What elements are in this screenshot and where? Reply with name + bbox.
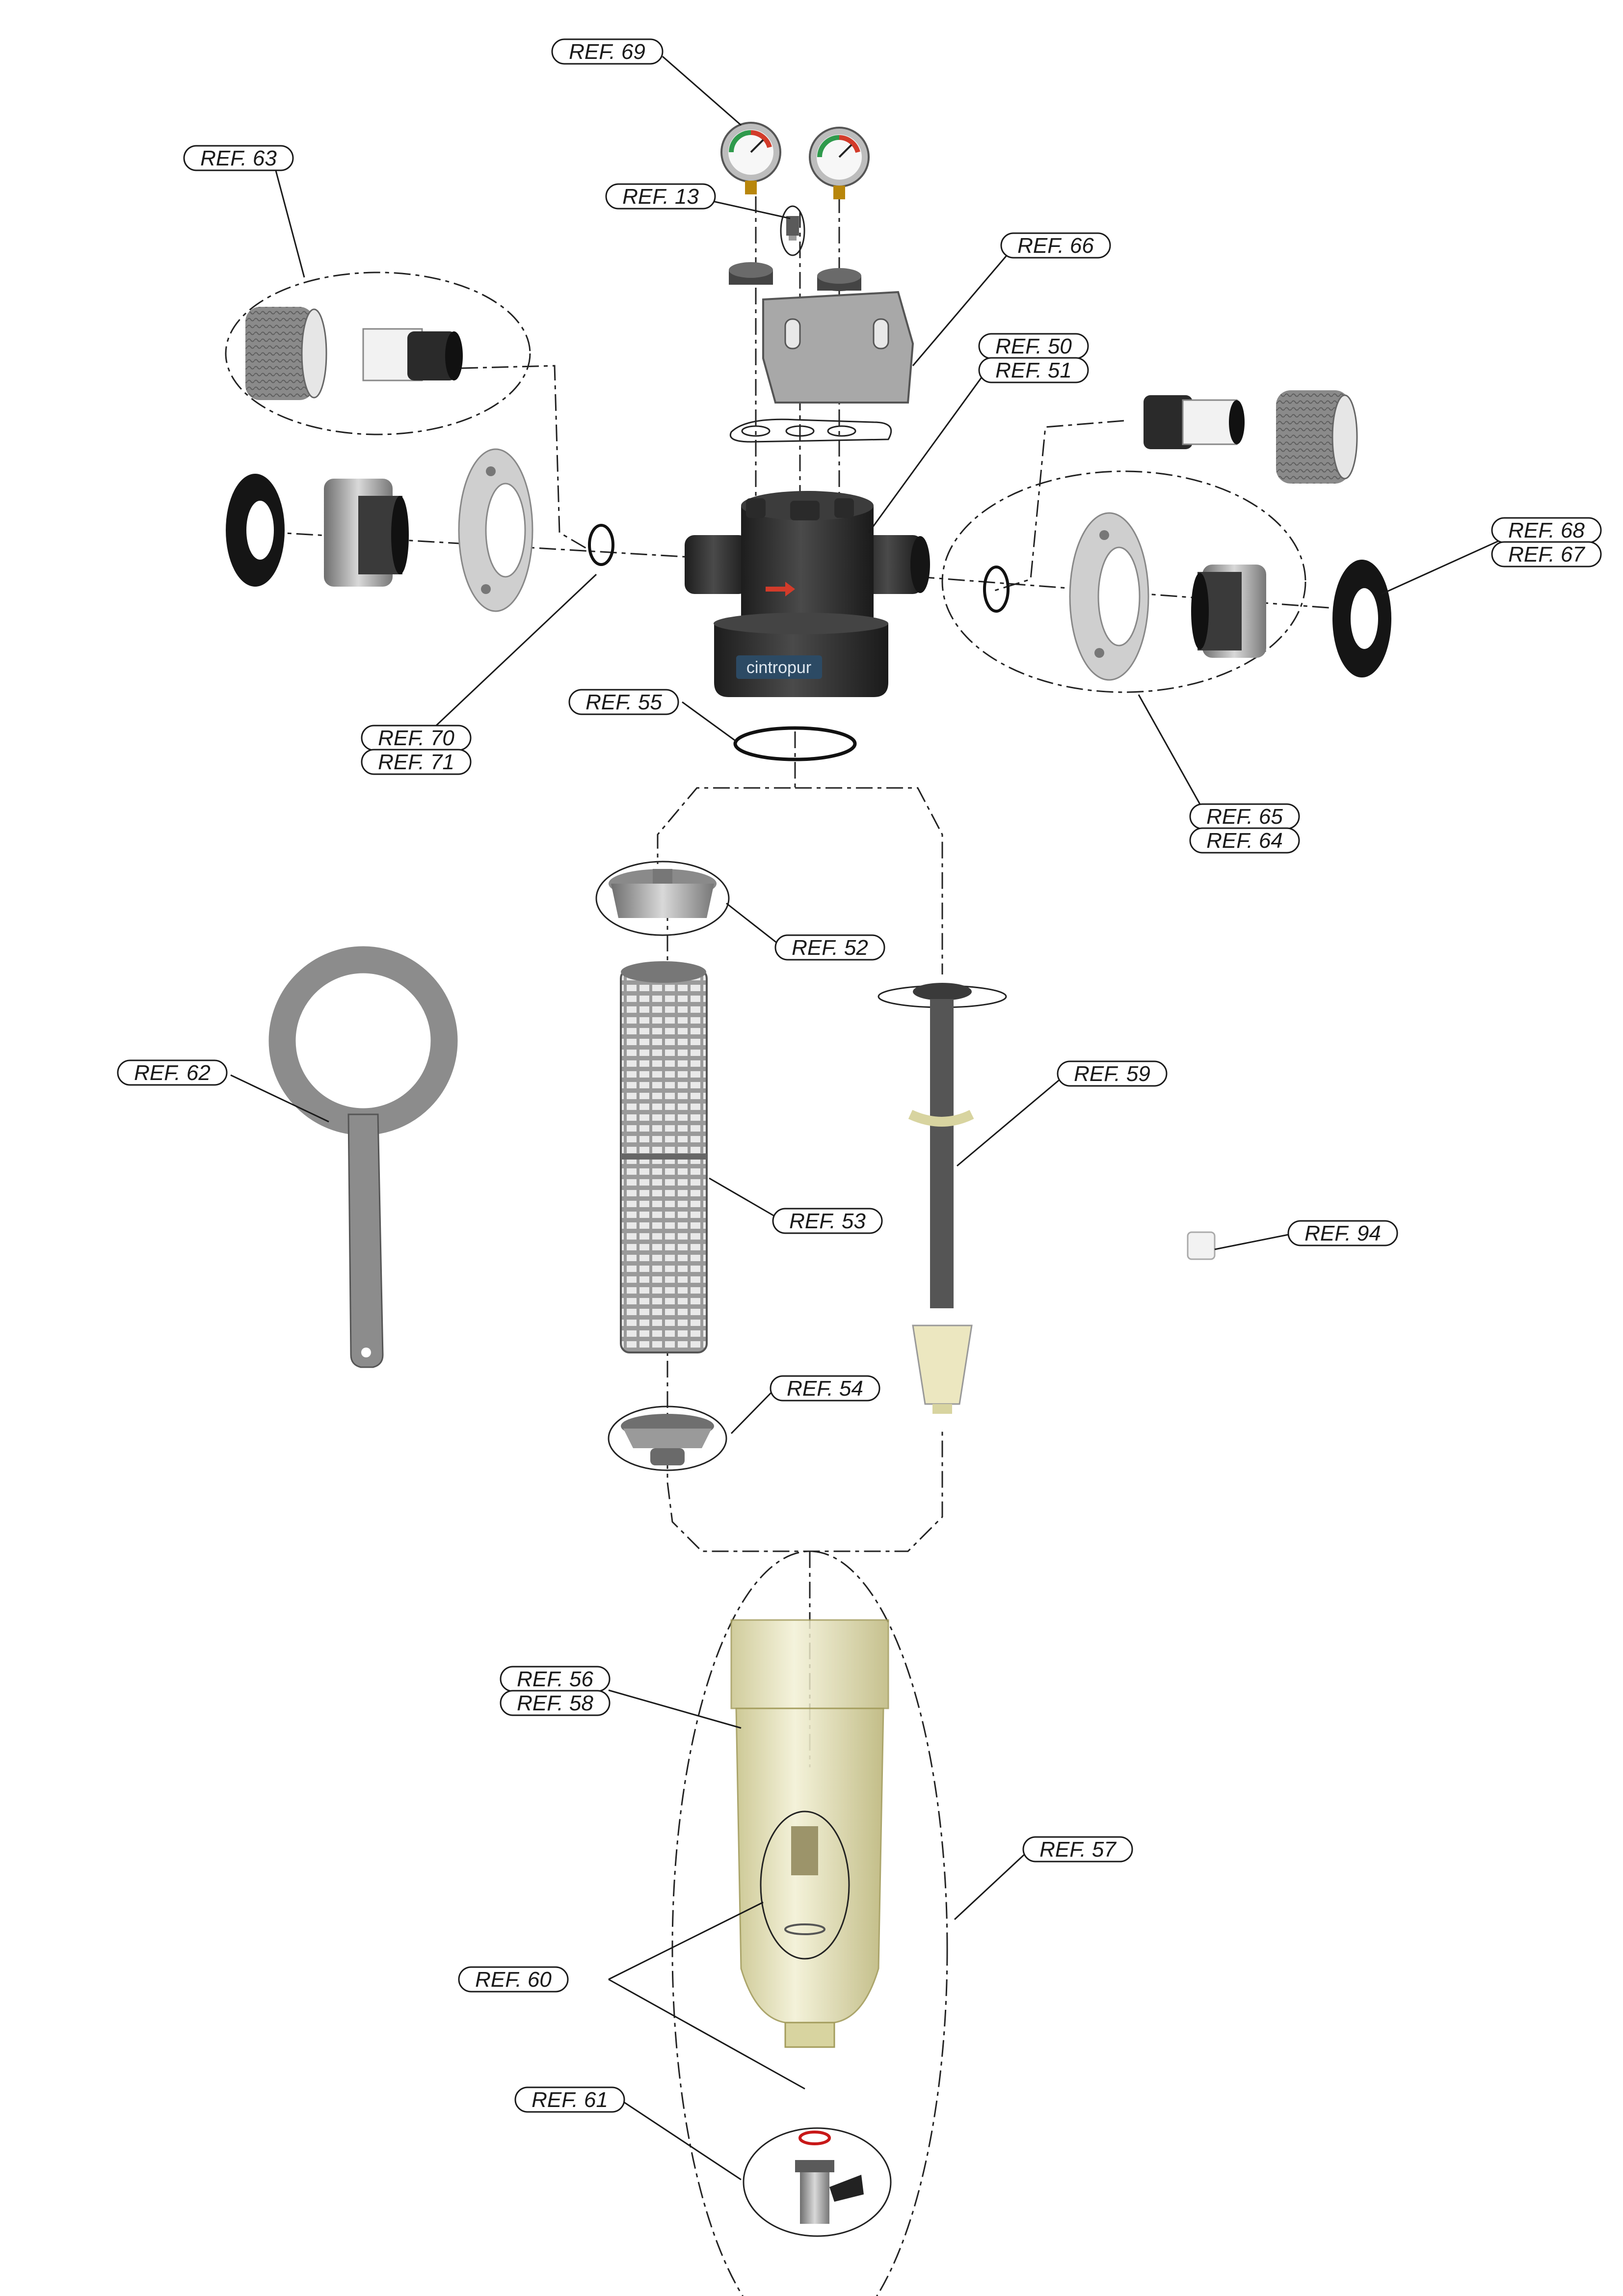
ref-label-64: REF. 64 xyxy=(1189,827,1300,854)
svg-text:REF. 56: REF. 56 xyxy=(517,1667,593,1691)
ref-label-57: REF. 57 xyxy=(1022,1836,1133,1863)
svg-text:REF. 69: REF. 69 xyxy=(569,40,645,64)
wall-bracket xyxy=(729,291,914,443)
ref-label-65: REF. 65 xyxy=(1189,803,1300,830)
svg-text:REF. 59: REF. 59 xyxy=(1074,1062,1150,1086)
left-union-tail xyxy=(362,328,463,381)
ref-label-58: REF. 58 xyxy=(500,1690,611,1716)
brand-logo: cintropur xyxy=(746,658,811,677)
svg-text:REF. 58: REF. 58 xyxy=(517,1691,593,1715)
svg-text:REF. 53: REF. 53 xyxy=(789,1209,866,1233)
upper-cartridge-cap xyxy=(595,861,730,936)
svg-text:REF. 67: REF. 67 xyxy=(1508,542,1585,567)
svg-text:REF. 52: REF. 52 xyxy=(792,936,868,960)
right-oring xyxy=(983,566,1010,613)
ref-label-67: REF. 67 xyxy=(1491,541,1602,567)
ref-label-66: REF. 66 xyxy=(1000,232,1111,259)
ref-label-68: REF. 68 xyxy=(1491,517,1602,543)
left-flat-gasket xyxy=(226,474,285,587)
pressure-gauge-right xyxy=(809,127,870,199)
left-flange xyxy=(458,448,533,612)
plug-part xyxy=(780,205,805,256)
right-union-tail xyxy=(1144,395,1245,449)
ref-label-51: REF. 51 xyxy=(978,357,1089,383)
gauge-nut-left xyxy=(729,262,773,285)
ref-label-94: REF. 94 xyxy=(1287,1220,1398,1246)
svg-text:REF. 57: REF. 57 xyxy=(1039,1837,1117,1862)
assembly-lines xyxy=(225,196,1375,2296)
svg-text:REF. 54: REF. 54 xyxy=(787,1377,863,1401)
filter-wrench xyxy=(268,946,458,1368)
svg-text:REF. 63: REF. 63 xyxy=(200,146,277,170)
svg-text:REF. 51: REF. 51 xyxy=(995,358,1072,382)
ref-label-61: REF. 61 xyxy=(514,2086,625,2113)
ref-label-70: REF. 70 xyxy=(361,725,472,751)
siphon-tube xyxy=(878,983,1007,1414)
filter-head-body: cintropur xyxy=(685,491,930,697)
svg-text:REF. 68: REF. 68 xyxy=(1508,518,1585,542)
svg-text:REF. 71: REF. 71 xyxy=(378,750,454,774)
ref-label-60: REF. 60 xyxy=(458,1966,569,1993)
svg-text:REF. 62: REF. 62 xyxy=(134,1061,211,1085)
ref-label-52: REF. 52 xyxy=(774,934,885,961)
right-flat-gasket xyxy=(1332,560,1391,677)
svg-text:REF. 60: REF. 60 xyxy=(475,1968,552,1992)
drain-valve xyxy=(743,2127,892,2237)
ref-label-69: REF. 69 xyxy=(551,38,664,65)
left-union-nut xyxy=(245,307,327,400)
filter-bowl xyxy=(730,1619,889,2048)
ref-label-13: REF. 13 xyxy=(605,183,716,210)
svg-text:REF. 64: REF. 64 xyxy=(1206,829,1283,853)
lower-cartridge-cap xyxy=(608,1405,727,1471)
svg-text:REF. 13: REF. 13 xyxy=(622,185,699,209)
ref-label-59: REF. 59 xyxy=(1057,1060,1168,1087)
ref-label-50: REF. 50 xyxy=(978,333,1089,359)
small-cap-part xyxy=(1187,1231,1216,1260)
right-union-nut xyxy=(1276,390,1358,484)
svg-text:REF. 65: REF. 65 xyxy=(1206,805,1283,829)
left-oring xyxy=(588,524,614,566)
left-flange-adapter xyxy=(324,479,409,587)
svg-text:REF. 55: REF. 55 xyxy=(585,690,662,714)
ref-label-63: REF. 63 xyxy=(183,145,294,171)
ref-label-71: REF. 71 xyxy=(361,749,472,775)
ref-label-56: REF. 56 xyxy=(500,1666,611,1692)
drain-oring xyxy=(798,2131,831,2145)
right-flange xyxy=(1069,512,1149,681)
svg-text:REF. 61: REF. 61 xyxy=(532,2088,608,2112)
leader-lines xyxy=(230,55,1512,2181)
mesh-cartridge xyxy=(620,961,708,1353)
svg-text:REF. 66: REF. 66 xyxy=(1017,234,1094,258)
ref-label-62: REF. 62 xyxy=(117,1059,228,1086)
ref-label-54: REF. 54 xyxy=(770,1375,880,1402)
ref-label-53: REF. 53 xyxy=(772,1208,883,1234)
right-flange-adapter xyxy=(1191,565,1266,658)
ref-label-55: REF. 55 xyxy=(568,689,679,715)
gauge-nut-right xyxy=(817,268,861,291)
pressure-gauge-left xyxy=(720,122,781,194)
svg-text:REF. 94: REF. 94 xyxy=(1304,1221,1381,1245)
head-oring xyxy=(733,726,857,761)
svg-text:REF. 70: REF. 70 xyxy=(378,726,454,750)
svg-text:REF. 50: REF. 50 xyxy=(995,334,1072,358)
